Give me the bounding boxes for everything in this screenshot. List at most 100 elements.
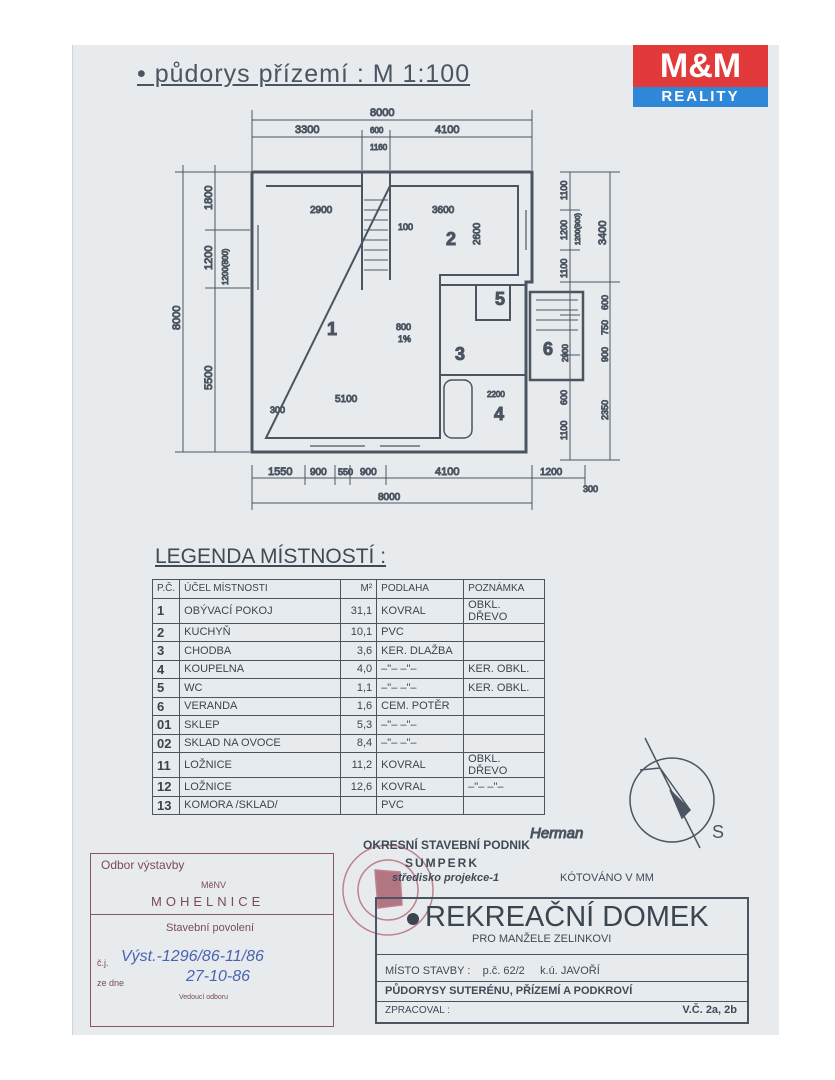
project-client: PRO MANŽELE ZELINKOVI [472,933,612,945]
dim-top-total: 8000 [370,107,394,119]
legend-cell [463,715,546,735]
legend-cell: KER. OBKL. [463,678,546,698]
company-dept: středisko projekce-1 [392,872,499,884]
dim-top-left: 3300 [295,124,319,136]
title-divider [377,981,747,982]
dim-bottom-b: 900 [310,467,327,478]
dim-bottom-f: 1200 [540,467,563,478]
dim-room2-width: 3600 [432,205,455,216]
legend-cell: CEM. POTĚR [376,696,465,716]
dim-room1-bottom: 5100 [335,394,358,405]
permit-cj-value: Výst.-1296/86-11/86 [121,948,264,965]
drawing-sheet [72,45,779,1035]
dim-right-f: 900 [600,347,610,362]
room-1-label: 1 [327,319,337,339]
legend-cell: 6 [151,696,181,716]
legend-header-cell: M² [340,579,378,599]
dim-right-h: 1100 [559,421,569,440]
dim-right-i: 600 [559,390,569,405]
legend-cell: PVC [376,795,465,815]
title-divider [377,954,747,955]
walls [250,170,585,454]
drawing-title: • půdorys přízemí : M 1:100 [137,60,471,88]
room-6-label: 6 [543,339,553,359]
dim-bottom-d: 900 [360,467,377,478]
dim-bottom-g: 300 [583,484,598,494]
legend-cell [340,795,378,815]
dim-right-e: 750 [600,320,610,335]
legend-header-cell: P.Č. [151,579,181,599]
legend-cell: 5,3 [340,715,378,735]
company-name: OKRESNÍ STAVEBNÍ PODNIK [363,838,530,852]
legend-header-cell: ÚČEL MÍSTNOSTI [179,579,342,599]
project-site: MÍSTO STAVBY : p.č. 62/2 k.ú. JAVOŘÍ [385,965,600,977]
legend-cell: 2 [151,622,181,642]
legend-cell: OBKL. DŘEVO [463,597,546,624]
dim-left-b2: 1200(800) [221,248,230,285]
dim-right-b: 1200 [559,220,569,240]
legend-cell: OBÝVACÍ POKOJ [179,597,342,624]
dimension-lines [175,110,620,510]
legend-header-cell: POZNÁMKA [463,579,546,599]
title-block: REKREAČNÍ DOMEK PRO MANŽELE ZELINKOVI MÍ… [375,897,749,1024]
dim-room1-width: 2900 [310,205,333,216]
dim-top-mid2: 1160 [370,143,388,152]
dim-left-c: 5500 [203,366,215,390]
legend-cell: VERANDA [179,696,342,716]
legend-title: LEGENDA MÍSTNOSTÍ : [155,545,387,568]
room-4-label: 4 [494,404,504,424]
legend-cell: 11,2 [340,752,378,778]
legend-cell: 12,6 [340,777,378,797]
dim-right-b2: 1200(900) [575,213,582,245]
legend-cell: WC [179,678,342,698]
logo-top: M&M [633,45,768,87]
signature: Herman [530,825,583,842]
legend-cell: –"– –"– [376,715,465,735]
dim-right-g: 2350 [600,400,610,420]
dim-room4: 2200 [487,390,505,399]
room-2-label: 2 [446,229,456,249]
legend-cell: –"– –"– [376,733,465,753]
legend-cell: KER. DLAŽBA [376,641,465,661]
legend-cell: 12 [151,777,181,797]
dim-right-d: 600 [600,295,610,310]
legend-cell: SKLAD NA OVOCE [179,733,342,753]
legend-cell: 1 [151,597,181,624]
legend-cell [463,696,546,716]
legend-cell: KOVRAL [376,777,465,797]
legend-cell: KOVRAL [376,597,465,624]
legend-cell: 3,6 [340,641,378,661]
dim-bottom-c: 550 [338,467,353,477]
legend-cell: 01 [151,715,181,735]
permit-date-label: ze dne [97,978,125,988]
legend-cell: LOŽNICE [179,752,342,778]
legend-cell: LOŽNICE [179,777,342,797]
dim-top-mid: 600 [370,126,384,135]
room-5-label: 5 [495,289,505,309]
dim-bottom-a: 1550 [268,466,292,478]
legend-cell: 13 [151,795,181,815]
permit-line2: MěNV [201,880,227,890]
dim-room2-height: 2600 [472,222,483,245]
company-city: SUMPERK [405,856,480,870]
dim-wall-100: 100 [398,222,413,232]
dim-slope: 800 [396,322,411,332]
dim-room6: 2900 [561,344,570,362]
legend-cell: 4,0 [340,659,378,679]
title-divider [377,1001,747,1002]
dim-bottom-total: 8000 [378,492,401,503]
legend-cell [463,622,546,642]
legend-cell: 3 [151,641,181,661]
logo-bottom: REALITY [633,87,768,107]
legend-cell: 11 [151,752,181,778]
